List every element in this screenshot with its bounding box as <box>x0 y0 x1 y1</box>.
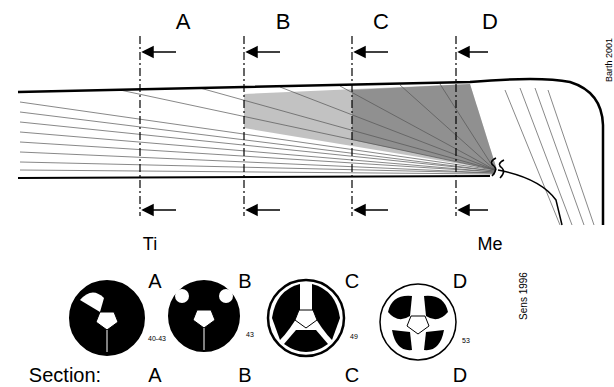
section-letter: D <box>453 365 467 385</box>
leg-outline <box>18 176 490 178</box>
row-heading: Section: <box>29 365 101 385</box>
figure-number: 40-43 <box>148 335 166 342</box>
section-letter: C <box>345 365 359 385</box>
leg-outline <box>18 79 603 225</box>
cross-section <box>70 281 144 355</box>
section-lines <box>140 36 456 216</box>
section-letter: D <box>453 271 467 291</box>
section-letter: D <box>482 11 498 33</box>
cross-section <box>169 281 239 351</box>
figure-number: 53 <box>462 337 470 344</box>
segment-name: Ti <box>143 235 157 253</box>
section-letter: A <box>148 271 161 291</box>
section-letter: B <box>276 11 291 33</box>
source-note: Sens 1996 <box>519 272 529 320</box>
muscle-band <box>244 84 497 170</box>
joint <box>491 158 562 225</box>
section-letter: A <box>148 365 161 385</box>
section-letter: C <box>373 11 389 33</box>
section-letter: B <box>238 271 251 291</box>
source-note: Barth 2001 <box>605 38 614 82</box>
section-letter: B <box>238 365 251 385</box>
muscle-fibers <box>20 84 594 225</box>
section-letter: A <box>176 11 191 33</box>
section-letter: C <box>345 271 359 291</box>
figure-number: 49 <box>350 333 358 340</box>
figure-number: 43 <box>246 331 254 338</box>
cross-section <box>268 280 344 356</box>
section-arrows <box>143 47 488 215</box>
muscle-band <box>352 84 497 170</box>
segment-name: Me <box>477 235 502 253</box>
cross-section <box>380 284 456 360</box>
